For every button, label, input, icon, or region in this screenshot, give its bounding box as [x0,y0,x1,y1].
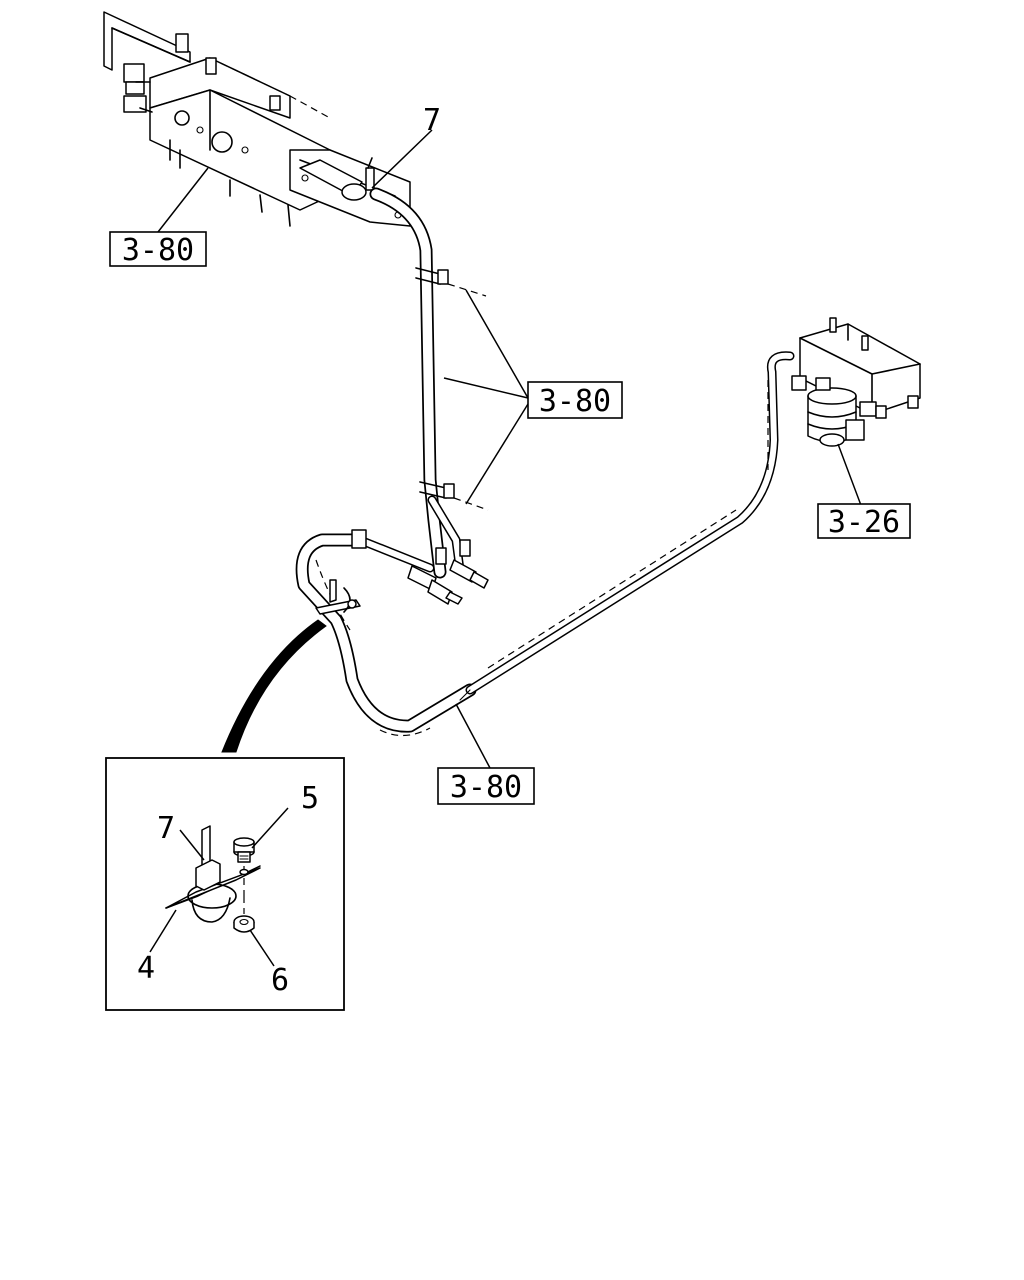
ref-label: 3-26 [828,505,900,540]
valve-bracket-assembly [103,11,411,227]
ref-callout-bottom: 3-80 [437,767,535,805]
ref-callout-top-left: 3-80 [109,231,207,268]
hose-fittings [407,539,489,605]
ref-label: 3-80 [450,770,522,805]
ref-callout-middle: 3-80 [527,381,623,419]
clamp-bracket-part [165,865,261,923]
part-number-6: 6 [271,963,289,998]
bolt-part [233,837,255,896]
tag-part [195,825,221,891]
relay-valve-assembly [791,317,921,447]
part-number-7: 7 [157,811,175,846]
detail-pointer [221,619,327,753]
part-number-7-top: 7 [423,103,441,138]
air-hose-routing [295,187,795,737]
nut-part [233,896,255,933]
leader-lines [157,129,863,769]
part-number-5: 5 [301,781,319,816]
part-number-4: 4 [137,951,155,986]
hose-clamp [315,579,361,615]
detail-inset: 5 7 4 6 [105,757,345,1011]
ref-callout-right: 3-26 [817,503,911,540]
ref-label: 3-80 [122,233,194,268]
ref-label: 3-80 [539,384,611,419]
